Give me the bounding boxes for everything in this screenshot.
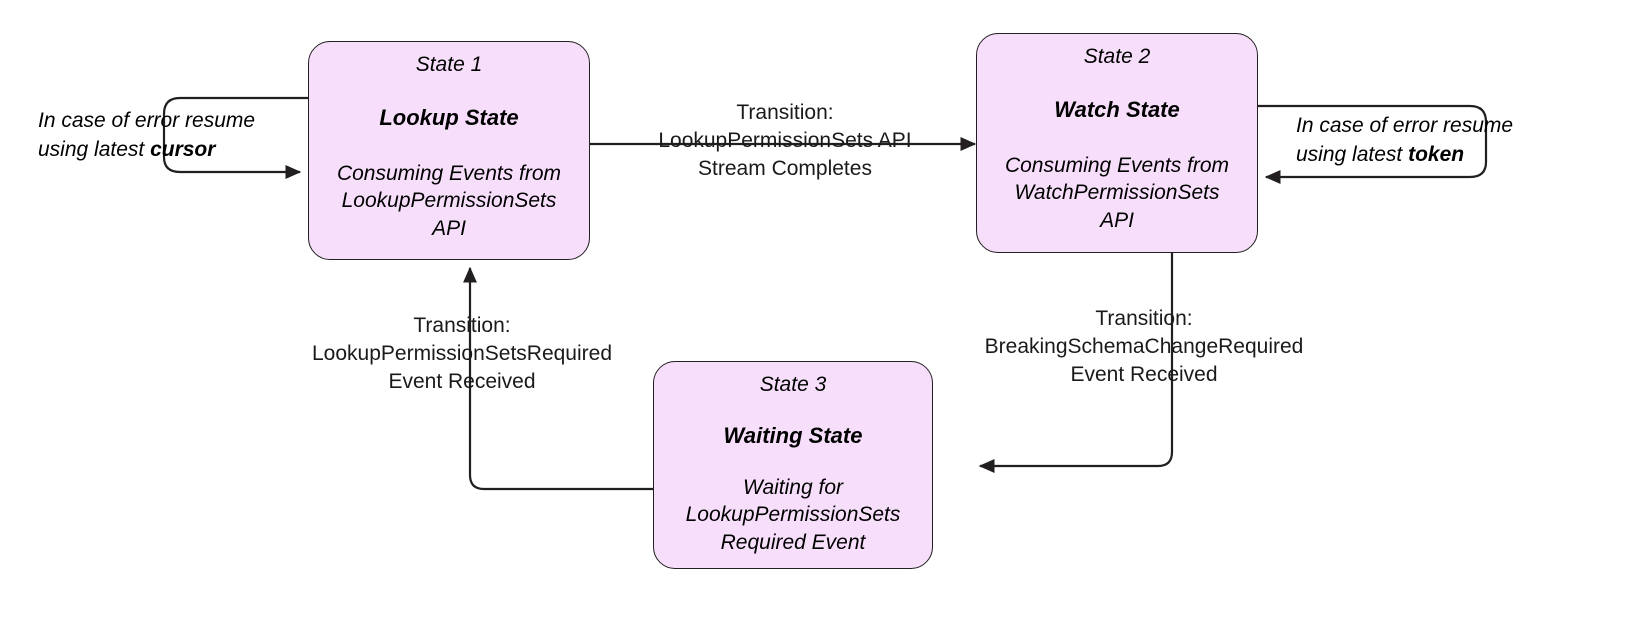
state-1-description: Consuming Events from LookupPermissionSe… (336, 161, 562, 241)
state-node-3[interactable]: State 3 Waiting State Waiting for Lookup… (653, 361, 933, 569)
self-loop-label-state2-prefix: using latest (1296, 142, 1409, 166)
transition-label-state3-state1: Transition: LookupPermissionSetsRequired… (312, 314, 612, 393)
self-loop-label-state2-emphasis: token (1408, 142, 1465, 166)
state-1-id: State 1 (415, 53, 483, 76)
self-loop-label-state2-line1: In case of error resume (1296, 114, 1514, 137)
state-node-1[interactable]: State 1 Lookup State Consuming Events fr… (308, 41, 590, 260)
self-loop-label-state1-prefix: using latest (38, 137, 151, 161)
edge-state3-to-state1 (463, 266, 653, 491)
self-loop-label-state2: In case of error resume using latest tok… (1296, 112, 1546, 169)
state-2-description: Consuming Events from WatchPermissionSet… (1004, 153, 1230, 233)
state-3-id: State 3 (759, 373, 827, 396)
edge-state2-to-state3 (978, 253, 1174, 473)
transition-label-state2-state3: Transition: BreakingSchemaChangeRequired… (984, 307, 1304, 386)
transition-label-state1-state2: Transition: LookupPermissionSets API Str… (658, 101, 912, 180)
self-loop-label-state1-line1: In case of error resume (38, 109, 256, 132)
state-3-description: Waiting for LookupPermissionSets Require… (685, 475, 901, 555)
self-loop-state1 (162, 96, 308, 179)
state-1-title: Lookup State (379, 105, 519, 131)
self-loop-label-state1-emphasis: cursor (150, 137, 216, 161)
self-loop-label-state2-line2: using latest token (1296, 141, 1546, 170)
state-node-2[interactable]: State 2 Watch State Consuming Events fro… (976, 33, 1258, 253)
state-3-title: Waiting State (723, 423, 863, 449)
state-2-id: State 2 (1083, 45, 1151, 68)
self-loop-label-state1: In case of error resume using latest cur… (38, 107, 290, 164)
self-loop-label-state1-line2: using latest cursor (38, 136, 290, 165)
state-2-title: Watch State (1054, 97, 1180, 123)
self-loop-state2 (1258, 104, 1488, 184)
